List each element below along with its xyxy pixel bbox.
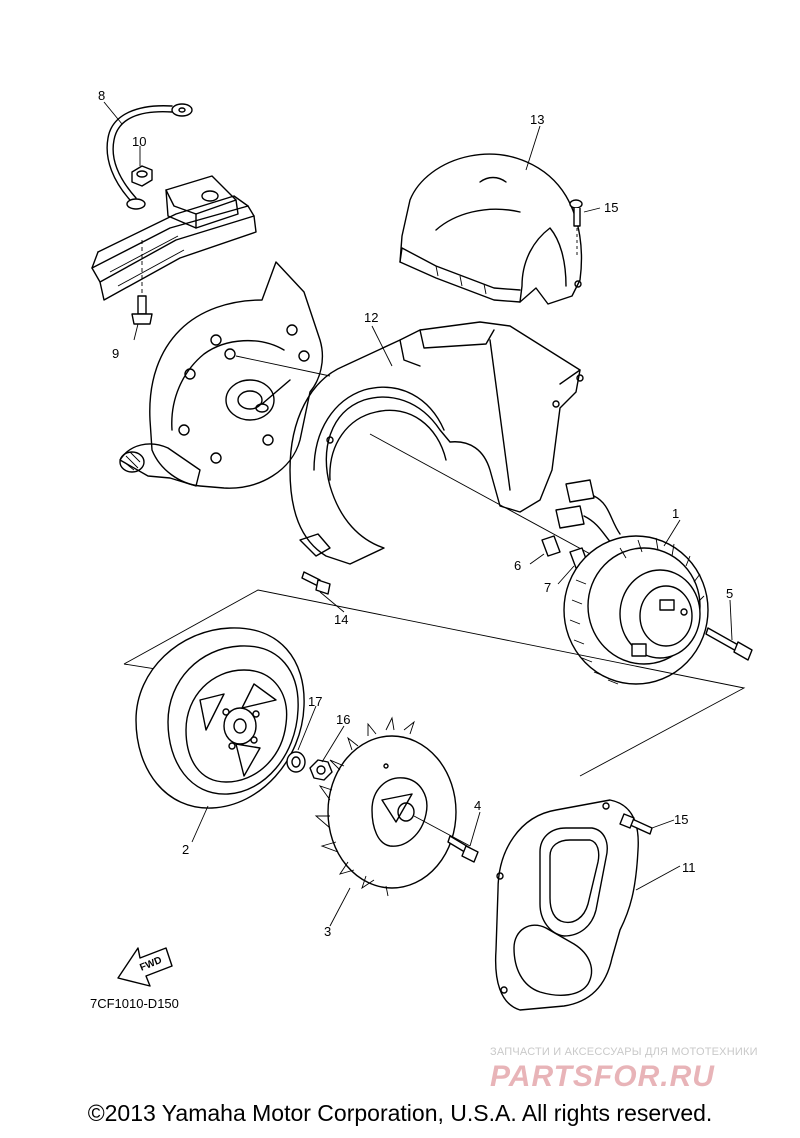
bolt-part-5: [705, 627, 753, 661]
fan-shroud-part-12: [289, 321, 661, 593]
callout-15-bottom: 15: [674, 812, 688, 827]
callout-5: 5: [726, 586, 733, 601]
fwd-arrow-icon: FWD: [117, 947, 173, 987]
drawing-code: 7CF1010-D150: [90, 996, 179, 1011]
callout-2: 2: [182, 842, 189, 857]
cooling-fan-part-3: [314, 716, 471, 897]
screw-part-15-bottom: [619, 813, 653, 835]
connector: [555, 479, 621, 547]
callout-12: 12: [364, 310, 378, 325]
ground-lead-part-8: [106, 103, 193, 210]
stator-part-1: [563, 535, 709, 685]
leader-lines: [103, 101, 733, 927]
bolt-part-9: [131, 240, 153, 325]
cover-part-11: [494, 799, 639, 1011]
callout-6: 6: [514, 558, 521, 573]
callout-4: 4: [474, 798, 481, 813]
callout-15-top: 15: [604, 200, 618, 215]
callout-17: 17: [308, 694, 322, 709]
callout-7: 7: [544, 580, 551, 595]
callout-1: 1: [672, 506, 679, 521]
svg-text:PARTSFOR.RU: PARTSFOR.RU: [490, 1060, 715, 1092]
upper-shroud-part-13: [399, 153, 583, 305]
callout-16: 16: [336, 712, 350, 727]
washer-part-17: [286, 751, 306, 773]
callout-numbers: 8 10 9 13 15 12 1 6 7 5 14 17 16 4 15 2 …: [98, 88, 733, 939]
callout-13: 13: [530, 112, 544, 127]
frame-bracket: [91, 175, 257, 301]
flywheel-part-2: [135, 627, 305, 809]
screw-part-14: [301, 571, 331, 595]
watermark-tagline: ЗАПЧАСТИ И АКСЕССУАРЫ ДЛЯ МОТОТЕХНИКИ: [490, 1046, 758, 1058]
collar-part-6: [541, 535, 561, 557]
callout-8: 8: [98, 88, 105, 103]
bolt-part-4: [447, 835, 479, 863]
screw-part-15-top: [569, 199, 583, 256]
callout-11: 11: [682, 860, 696, 875]
nut-part-16: [309, 759, 333, 781]
crankcase-cover: [119, 261, 331, 489]
watermark-brand-logo: PARTSFOR.RU: [490, 1060, 715, 1092]
callout-3: 3: [324, 924, 331, 939]
callout-14: 14: [334, 612, 348, 627]
nut-part-10: [131, 165, 153, 187]
callout-10: 10: [132, 134, 146, 149]
callout-9: 9: [112, 346, 119, 361]
copyright-text: ©2013 Yamaha Motor Corporation, U.S.A. A…: [87, 1100, 713, 1126]
